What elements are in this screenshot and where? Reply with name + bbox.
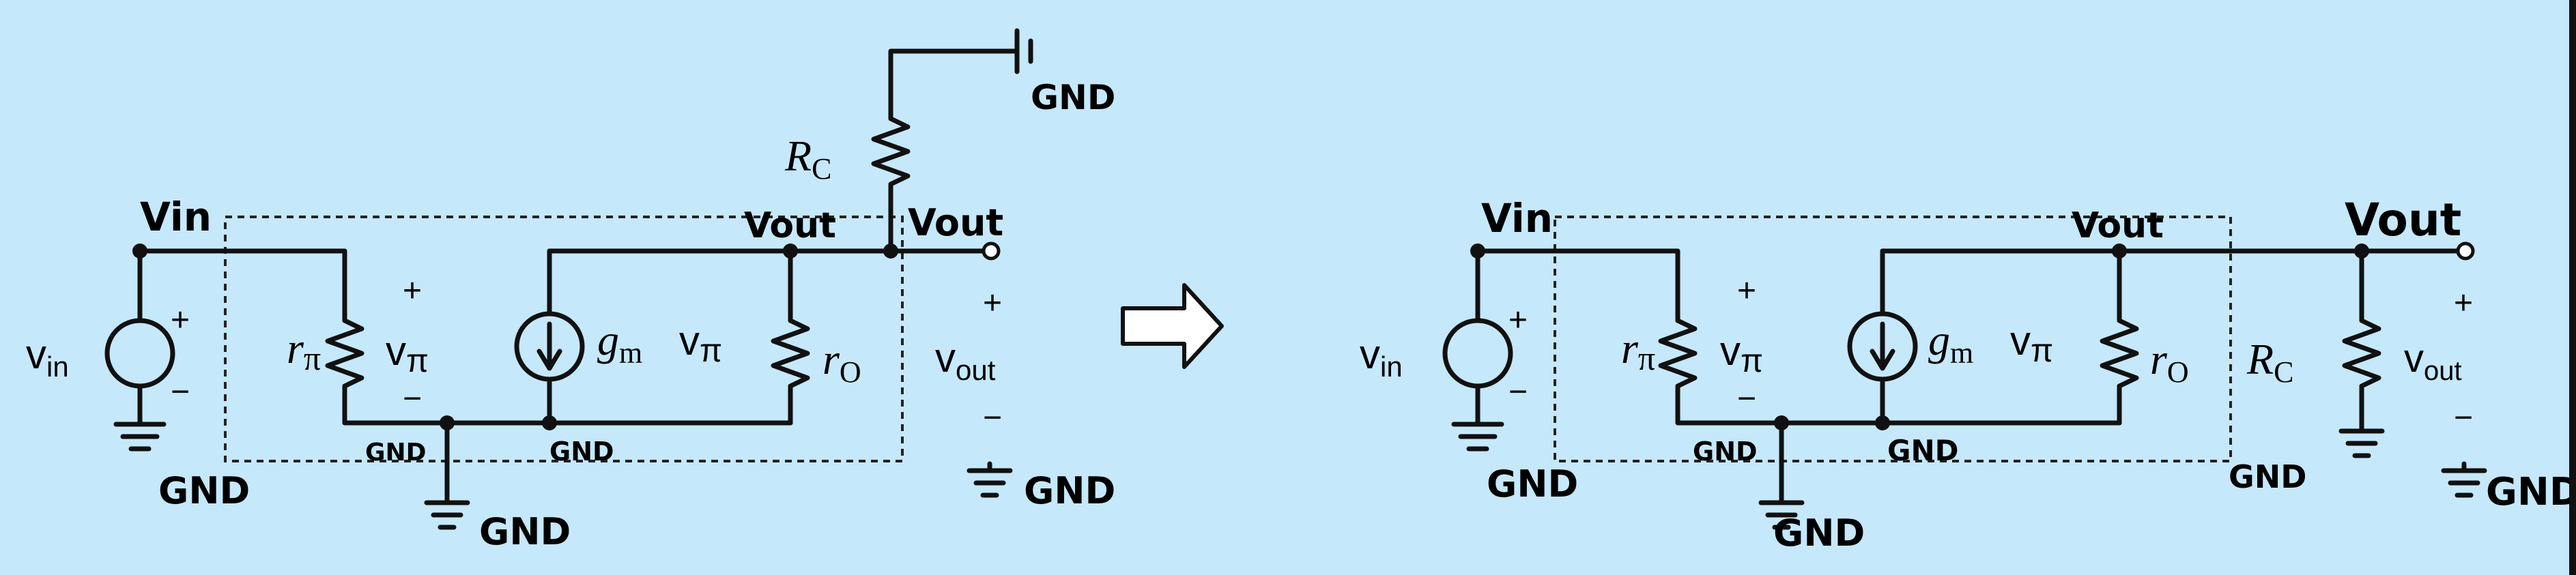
transform-arrow-icon: [1121, 283, 1224, 369]
right-gnd-symbol-2: [1758, 500, 1805, 530]
right-gm-arrow-icon: [1870, 321, 1895, 371]
right-plus-src: +: [1508, 302, 1528, 338]
left-node-vout-a: [783, 244, 798, 259]
left-node-gnd-b: [542, 415, 557, 430]
right-label-vout-node-a: Vout: [2072, 205, 2164, 246]
right-label-gnd-right: GND: [2486, 470, 2576, 514]
right-label-gnd-mid-left: GND: [1693, 437, 1758, 467]
left-label-rpi: rπ: [287, 324, 321, 377]
right-node-gnd-a: [1774, 415, 1789, 430]
right-label-vout-node-b: Vout: [2345, 194, 2461, 246]
left-gm-arrow-icon: [536, 321, 562, 371]
right-vin-source: [1442, 318, 1513, 389]
left-vout-terminal: [982, 241, 1001, 261]
left-rc-resistor: [871, 48, 1020, 254]
left-label-gm: gm: [597, 316, 642, 370]
right-label-vout: vout: [2404, 336, 2462, 386]
right-label-ro: rO: [2150, 335, 2189, 389]
right-node-vout-b: [2354, 244, 2369, 259]
left-circuit: Vin Vout Vout GND GND GND GND GND GND RC…: [26, 28, 1115, 553]
left-label-gnd-mid-left: GND: [365, 439, 427, 467]
left-ro-resistor: [771, 248, 810, 426]
right-gnd-symbol-rc: [2338, 428, 2385, 458]
left-gnd-symbol-1: [113, 422, 167, 452]
left-minus-vpi: −: [403, 381, 422, 417]
left-node-vin: [132, 244, 147, 259]
right-label-vin-src: vin: [1360, 331, 1403, 383]
right-edge-border: [2569, 0, 2576, 575]
right-node-gnd-b: [1875, 415, 1890, 430]
left-label-vpi: vπ: [386, 328, 429, 379]
right-transistor-box: [1554, 216, 2232, 462]
left-label-gnd-bottom: GND: [479, 510, 571, 553]
left-minus-src: −: [171, 374, 190, 410]
right-vout-terminal: [2456, 241, 2475, 261]
right-node-vout-a: [2112, 244, 2127, 259]
left-label-vin-node: Vin: [140, 194, 212, 240]
right-label-rpi: rπ: [1621, 324, 1655, 377]
left-label-vout-node-b: Vout: [908, 201, 1003, 244]
left-node-vout-b: [883, 244, 898, 259]
left-minus-vout: −: [983, 400, 1002, 436]
left-label-ro: rO: [822, 335, 861, 389]
left-label-gm-vpi: vπ: [679, 318, 722, 369]
right-rc-resistor: [2342, 248, 2381, 432]
right-label-gnd-mid-right: GND: [1887, 434, 1959, 467]
left-label-gnd-left: GND: [158, 469, 250, 512]
left-label-vin-src: vin: [26, 331, 69, 383]
left-transistor-box: [224, 216, 904, 462]
left-plus-vout: +: [983, 285, 1002, 321]
right-minus-src: −: [1508, 374, 1528, 410]
right-label-vpi: vπ: [1720, 328, 1763, 379]
right-label-gm-vpi: vπ: [2010, 318, 2053, 369]
right-minus-vout: −: [2454, 400, 2473, 436]
left-label-gnd-top: GND: [1031, 78, 1115, 117]
right-gnd-symbol-1: [1451, 422, 1504, 452]
left-vin-source: [104, 318, 175, 389]
left-rpi-resistor: [325, 318, 552, 426]
right-label-gnd-rc: GND: [2229, 458, 2306, 495]
right-plus-vpi: +: [1737, 273, 1756, 309]
right-label-rc: RC: [2246, 335, 2293, 389]
right-ro-resistor: [2100, 248, 2139, 426]
left-gnd-symbol-3: [967, 461, 1013, 498]
right-label-gnd-bottom: GND: [1773, 512, 1865, 555]
right-label-vin-node: Vin: [1481, 195, 1553, 241]
left-node-gnd-a: [440, 415, 455, 430]
right-wire-vin: [1475, 248, 1680, 323]
right-rpi-resistor: [1658, 318, 1885, 426]
left-label-vout-node-a: Vout: [744, 205, 836, 246]
right-plus-vout: +: [2454, 285, 2473, 321]
left-plus-src: +: [171, 302, 190, 338]
left-gnd-symbol-2: [424, 500, 470, 530]
right-gnd-symbol-3: [2441, 461, 2487, 498]
left-label-gnd-right: GND: [1024, 469, 1115, 512]
right-label-gm: gm: [1928, 316, 1973, 370]
left-wire-vin: [137, 248, 347, 323]
left-label-rc: RC: [784, 132, 831, 186]
right-node-vin: [1470, 244, 1485, 259]
left-supply-icon: [1014, 28, 1033, 74]
left-label-gnd-mid-right: GND: [549, 437, 614, 467]
right-circuit: Vin Vout Vout GND GND GND GND GND GND vi…: [1360, 194, 2576, 555]
right-minus-vpi: −: [1737, 381, 1756, 417]
left-plus-vpi: +: [403, 273, 422, 309]
right-label-gnd-left: GND: [1487, 462, 1578, 505]
left-label-vout: vout: [935, 335, 996, 386]
